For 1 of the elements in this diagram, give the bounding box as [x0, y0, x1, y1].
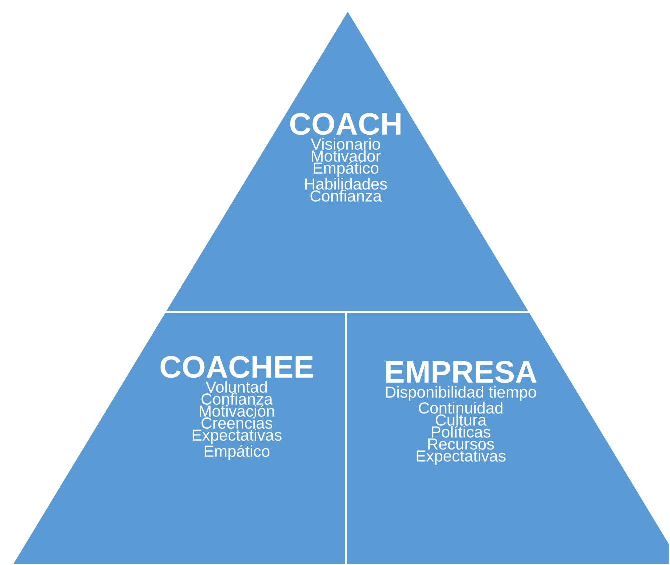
segment: EMPRESA Disponibilidad tiempo Continuidad Cultura Políticas Recursos Expectativas — [345, 311, 670, 565]
